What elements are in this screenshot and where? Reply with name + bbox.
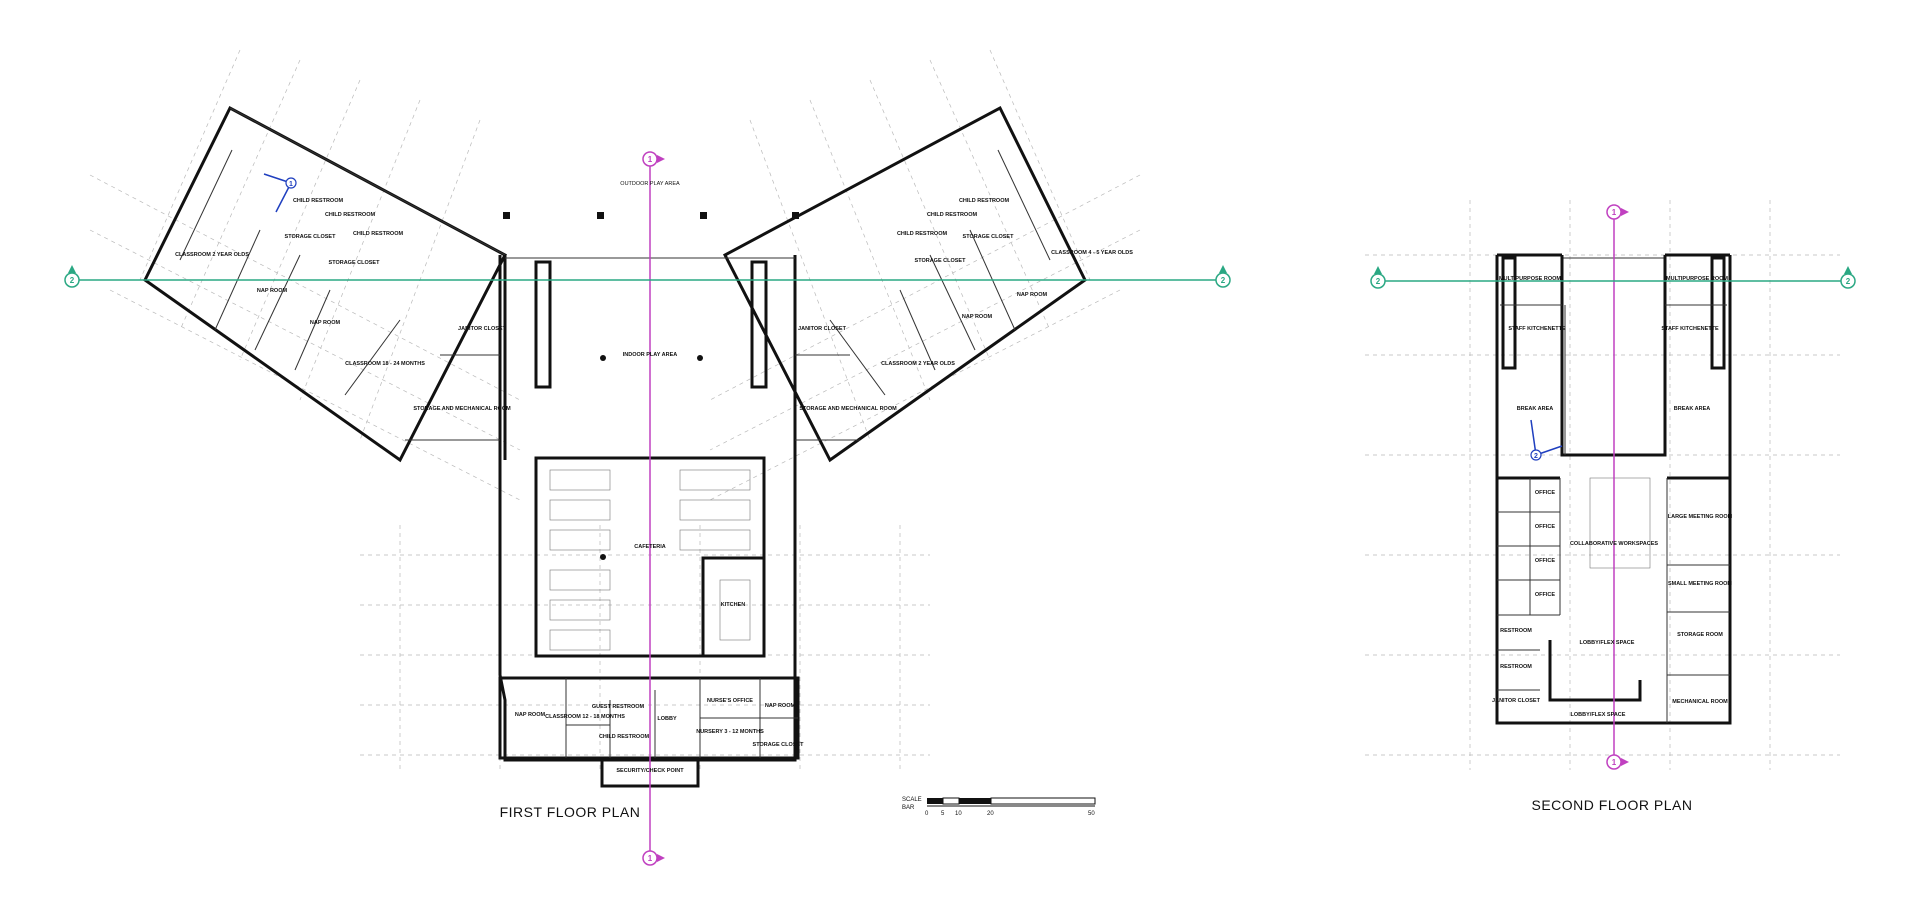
second-floor-grid <box>1365 200 1840 770</box>
first-floor-grid <box>89 49 1141 770</box>
section-marker-2-right-second <box>1840 266 1856 289</box>
marker-2-label: 2 <box>70 276 75 285</box>
section-marker-1-top-right <box>1606 204 1629 220</box>
room-label: CHILD RESTROOM <box>959 198 1010 204</box>
room-label: OFFICE <box>1535 524 1555 530</box>
room-label: LARGE MEETING ROOM <box>1668 514 1733 520</box>
scale-bar-label: BAR <box>902 805 915 811</box>
marker-1-label: 1 <box>1612 208 1617 217</box>
room-label: NURSE'S OFFICE <box>707 698 753 704</box>
room-label: NAP ROOM <box>962 314 993 320</box>
room-label: STORAGE AND MECHANICAL ROOM <box>413 406 511 412</box>
room-label: CLASSROOM 4 - 5 YEAR OLDS <box>1051 250 1133 256</box>
room-label: JANITOR CLOSET <box>798 326 847 332</box>
section-marker-1-bottom-left <box>642 850 665 866</box>
room-label: MULTIPURPOSE ROOM <box>1666 276 1728 282</box>
room-label: CLASSROOM 18 - 24 MONTHS <box>345 361 425 367</box>
room-label: INDOOR PLAY AREA <box>623 352 678 358</box>
section-marker-2-right <box>1215 265 1231 288</box>
room-label: STORAGE CLOSET <box>285 234 337 240</box>
scale-tick: 10 <box>955 811 962 817</box>
room-label: CLASSROOM 12 - 18 MONTHS <box>545 714 625 720</box>
room-label: CHILD RESTROOM <box>927 212 978 218</box>
scale-bar: SCALE BAR 0 5 10 20 50 <box>902 797 1096 817</box>
room-label: MECHANICAL ROOM <box>1672 699 1728 705</box>
room-label: OFFICE <box>1535 558 1555 564</box>
room-label: KITCHEN <box>721 602 745 608</box>
room-label: CLASSROOM 2 YEAR OLDS <box>175 252 249 258</box>
marker-2-label: 2 <box>1846 277 1851 286</box>
first-floor-title: FIRST FLOOR PLAN <box>500 804 641 820</box>
room-label: CHILD RESTROOM <box>293 198 344 204</box>
room-label: CHILD RESTROOM <box>325 212 376 218</box>
room-label: LOBBY/FLEX SPACE <box>1571 712 1626 718</box>
second-floor-title: SECOND FLOOR PLAN <box>1532 797 1693 813</box>
first-floor-walls <box>143 105 1087 788</box>
room-label: CHILD RESTROOM <box>599 734 650 740</box>
room-label: BREAK AREA <box>1674 406 1710 412</box>
room-label: STAFF KITCHENETTE <box>1508 326 1566 332</box>
room-label: GUEST RESTROOM <box>592 704 645 710</box>
view-marker-2 <box>1530 419 1563 461</box>
room-label: JANITOR CLOSET <box>458 326 507 332</box>
room-label: CAFETERIA <box>634 544 666 550</box>
room-label: LOBBY/FLEX SPACE <box>1580 640 1635 646</box>
room-label: LOBBY <box>657 716 677 722</box>
view-marker-1-label: 1 <box>289 181 293 188</box>
room-label: NAP ROOM <box>765 703 796 709</box>
room-label: OUTDOOR PLAY AREA <box>620 181 680 187</box>
second-floor-room-labels: MULTIPURPOSE ROOM MULTIPURPOSE ROOM STAF… <box>1492 276 1733 718</box>
room-label: RESTROOM <box>1500 628 1532 634</box>
section-marker-1-top-left <box>642 151 665 167</box>
marker-2-label: 2 <box>1376 277 1381 286</box>
scale-tick: 20 <box>987 811 994 817</box>
scale-bar-label: SCALE <box>902 797 922 803</box>
room-label: CHILD RESTROOM <box>897 231 948 237</box>
view-marker-2-label: 2 <box>1534 453 1538 460</box>
room-label: COLLABORATIVE WORKSPACES <box>1570 541 1658 547</box>
room-label: STORAGE CLOSET <box>963 234 1015 240</box>
room-label: STORAGE ROOM <box>1677 632 1723 638</box>
room-label: STORAGE CLOSET <box>915 258 967 264</box>
section-marker-2-left-second <box>1370 266 1386 289</box>
scale-tick: 0 <box>925 811 929 817</box>
room-label: STORAGE AND MECHANICAL ROOM <box>799 406 897 412</box>
scale-tick: 50 <box>1088 811 1095 817</box>
room-label: BREAK AREA <box>1517 406 1553 412</box>
marker-1-label: 1 <box>1612 758 1617 767</box>
room-label: SMALL MEETING ROOM <box>1668 581 1732 587</box>
room-label: STORAGE CLOSET <box>753 742 805 748</box>
room-label: STAFF KITCHENETTE <box>1661 326 1719 332</box>
first-floor-room-labels: CLASSROOM 2 YEAR OLDS NAP ROOM NAP ROOM … <box>175 181 1133 774</box>
room-label: NAP ROOM <box>1017 292 1048 298</box>
room-label: RESTROOM <box>1500 664 1532 670</box>
cafeteria-tables <box>549 469 751 651</box>
room-label: NAP ROOM <box>257 288 288 294</box>
section-marker-1-bottom-right <box>1606 754 1629 770</box>
section-marker-2-left <box>64 265 80 288</box>
room-label: STORAGE CLOSET <box>329 260 381 266</box>
room-label: NAP ROOM <box>515 712 546 718</box>
marker-1-label: 1 <box>648 155 653 164</box>
room-label: OFFICE <box>1535 490 1555 496</box>
room-label: SECURITY/CHECK POINT <box>616 768 684 774</box>
room-label: NAP ROOM <box>310 320 341 326</box>
room-label: CLASSROOM 2 YEAR OLDS <box>881 361 955 367</box>
room-label: NURSERY 3 - 12 MONTHS <box>696 729 764 735</box>
marker-2-label: 2 <box>1221 276 1226 285</box>
room-label: CHILD RESTROOM <box>353 231 404 237</box>
marker-1-label: 1 <box>648 854 653 863</box>
room-label: JANITOR CLOSET <box>1492 698 1541 704</box>
room-label: MULTIPURPOSE ROOM <box>1499 276 1561 282</box>
view-marker-1 <box>263 173 297 213</box>
room-label: OFFICE <box>1535 592 1555 598</box>
scale-tick: 5 <box>941 811 945 817</box>
